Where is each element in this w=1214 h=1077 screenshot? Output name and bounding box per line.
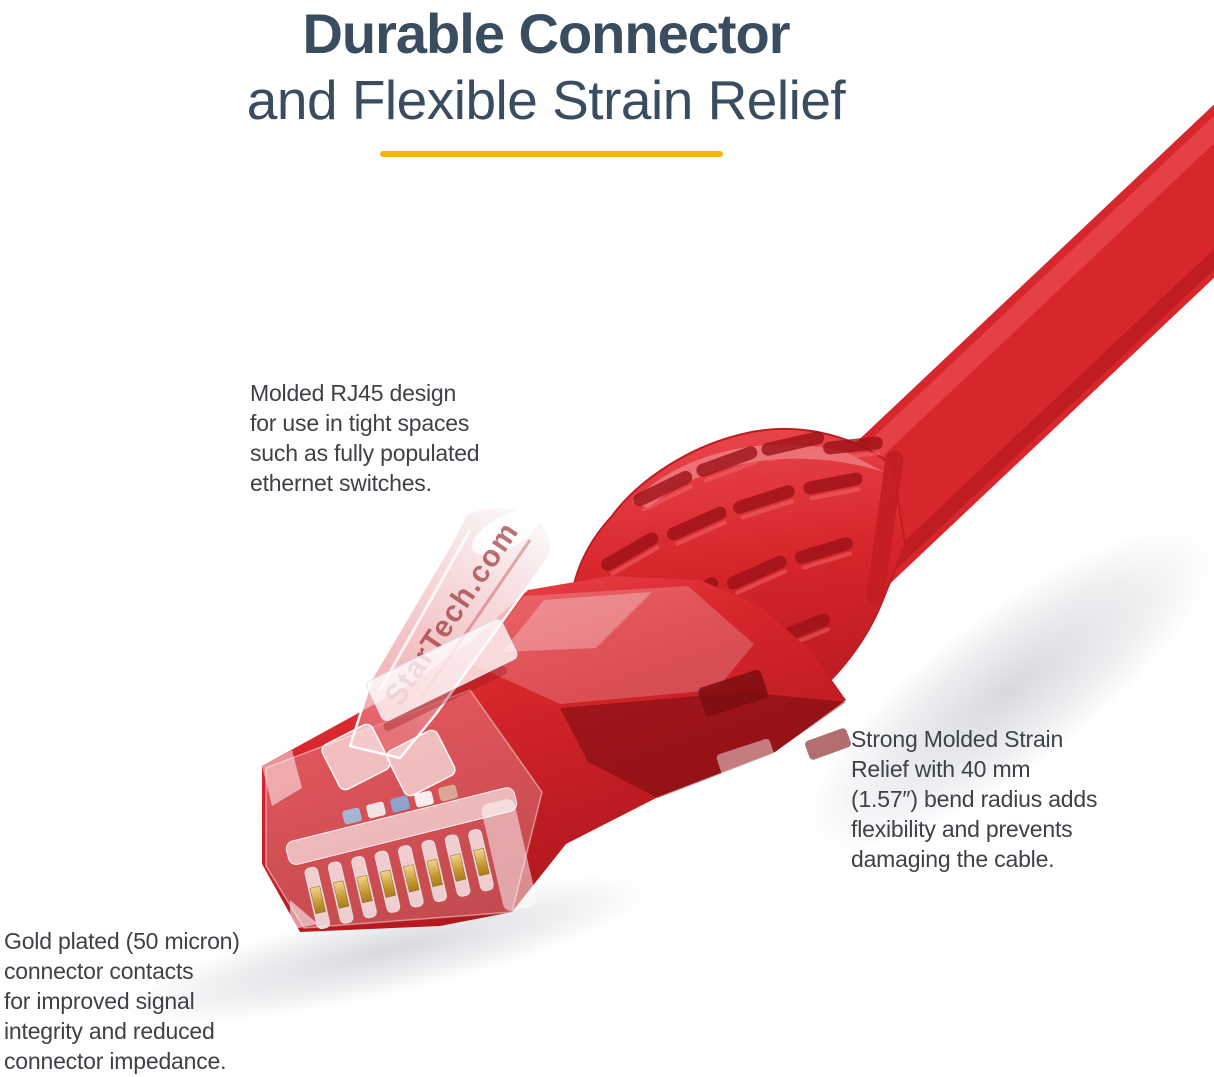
annotation-line: flexibility and prevents (851, 816, 1073, 842)
wire-hint (438, 784, 458, 802)
latch-tab-right (386, 729, 456, 797)
annotation-line: connector impedance. (4, 1048, 227, 1074)
corner-highlight-bottom (290, 900, 318, 930)
wire-hint (366, 801, 386, 819)
latch-step-shade (383, 665, 507, 731)
gold-contact (356, 874, 373, 904)
annotation-line: connector contacts (4, 958, 194, 984)
gold-contact (449, 853, 467, 882)
connector-vent-slot-dark (698, 669, 768, 717)
annotation-line: ethernet switches. (250, 470, 432, 496)
connector-side-shade (560, 692, 846, 798)
gold-contact (309, 885, 326, 914)
annotation-line: Molded RJ45 design (250, 380, 457, 406)
page-title: Durable Connector (302, 2, 790, 65)
annotation-strain-relief: Strong Molded Strain Relief with 40 mm (… (851, 724, 1097, 874)
corner-highlight-top (262, 750, 302, 806)
annotation-line: Gold plated (50 micron) (4, 928, 240, 954)
gold-contact (473, 848, 490, 877)
annotation-line: damaging the cable. (851, 846, 1055, 872)
title-block: Durable Connector and Flexible Strain Re… (0, 2, 1092, 130)
gold-contact (426, 858, 443, 887)
boot-collar (866, 450, 904, 605)
cable-shade (828, 249, 1214, 624)
groove (633, 470, 693, 512)
wire-hints (342, 784, 458, 825)
gold-pins (304, 828, 494, 930)
latch-step (366, 618, 518, 722)
gold-contact (379, 869, 396, 898)
annotation-gold-contacts: Gold plated (50 micron) connector contac… (4, 926, 240, 1076)
connector-shadow (126, 875, 654, 1025)
connector-body (262, 576, 846, 932)
page-subtitle: and Flexible Strain Relief (246, 69, 846, 131)
groove (601, 532, 660, 576)
annotation-line: Strong Molded Strain (851, 726, 1064, 752)
annotation-line: (1.57″) bend radius adds (851, 786, 1098, 812)
groove (733, 485, 795, 520)
groove (761, 431, 825, 462)
gold-contact (403, 864, 420, 893)
wire-hint (414, 790, 434, 808)
wire-hint (390, 795, 410, 813)
gold-contact (333, 880, 350, 909)
connector-vent-slot-light (716, 738, 776, 778)
wire-hint (342, 807, 362, 825)
pin-crossbar (285, 787, 518, 865)
groove (803, 472, 863, 501)
annotation-line: Relief with 40 mm (851, 756, 1031, 782)
latch-tip-highlight (471, 509, 541, 555)
accent-rule (380, 151, 723, 157)
groove (794, 537, 853, 570)
groove (727, 555, 787, 595)
comb-right-section (481, 799, 537, 911)
latch-clip: StarTech.com (321, 505, 553, 797)
cable-highlight (818, 115, 1214, 504)
latch-tab-left (321, 723, 391, 791)
connector-specular (502, 592, 652, 652)
rj45-connector: StarTech.com (262, 505, 851, 932)
annotation-line: such as fully populated (250, 440, 480, 466)
groove (667, 506, 727, 546)
annotation-line: for use in tight spaces (250, 410, 470, 436)
annotation-line: for improved signal (4, 988, 195, 1014)
annotation-line: integrity and reduced (4, 1018, 215, 1044)
connector-vent-slot-small (805, 728, 851, 760)
boot-shadow (804, 527, 1214, 853)
groove (696, 446, 758, 483)
latch-edge-highlight (378, 529, 472, 691)
connector-top-sheen (472, 586, 754, 704)
annotation-rj45: Molded RJ45 design for use in tight spac… (250, 378, 480, 498)
groove (823, 436, 883, 461)
